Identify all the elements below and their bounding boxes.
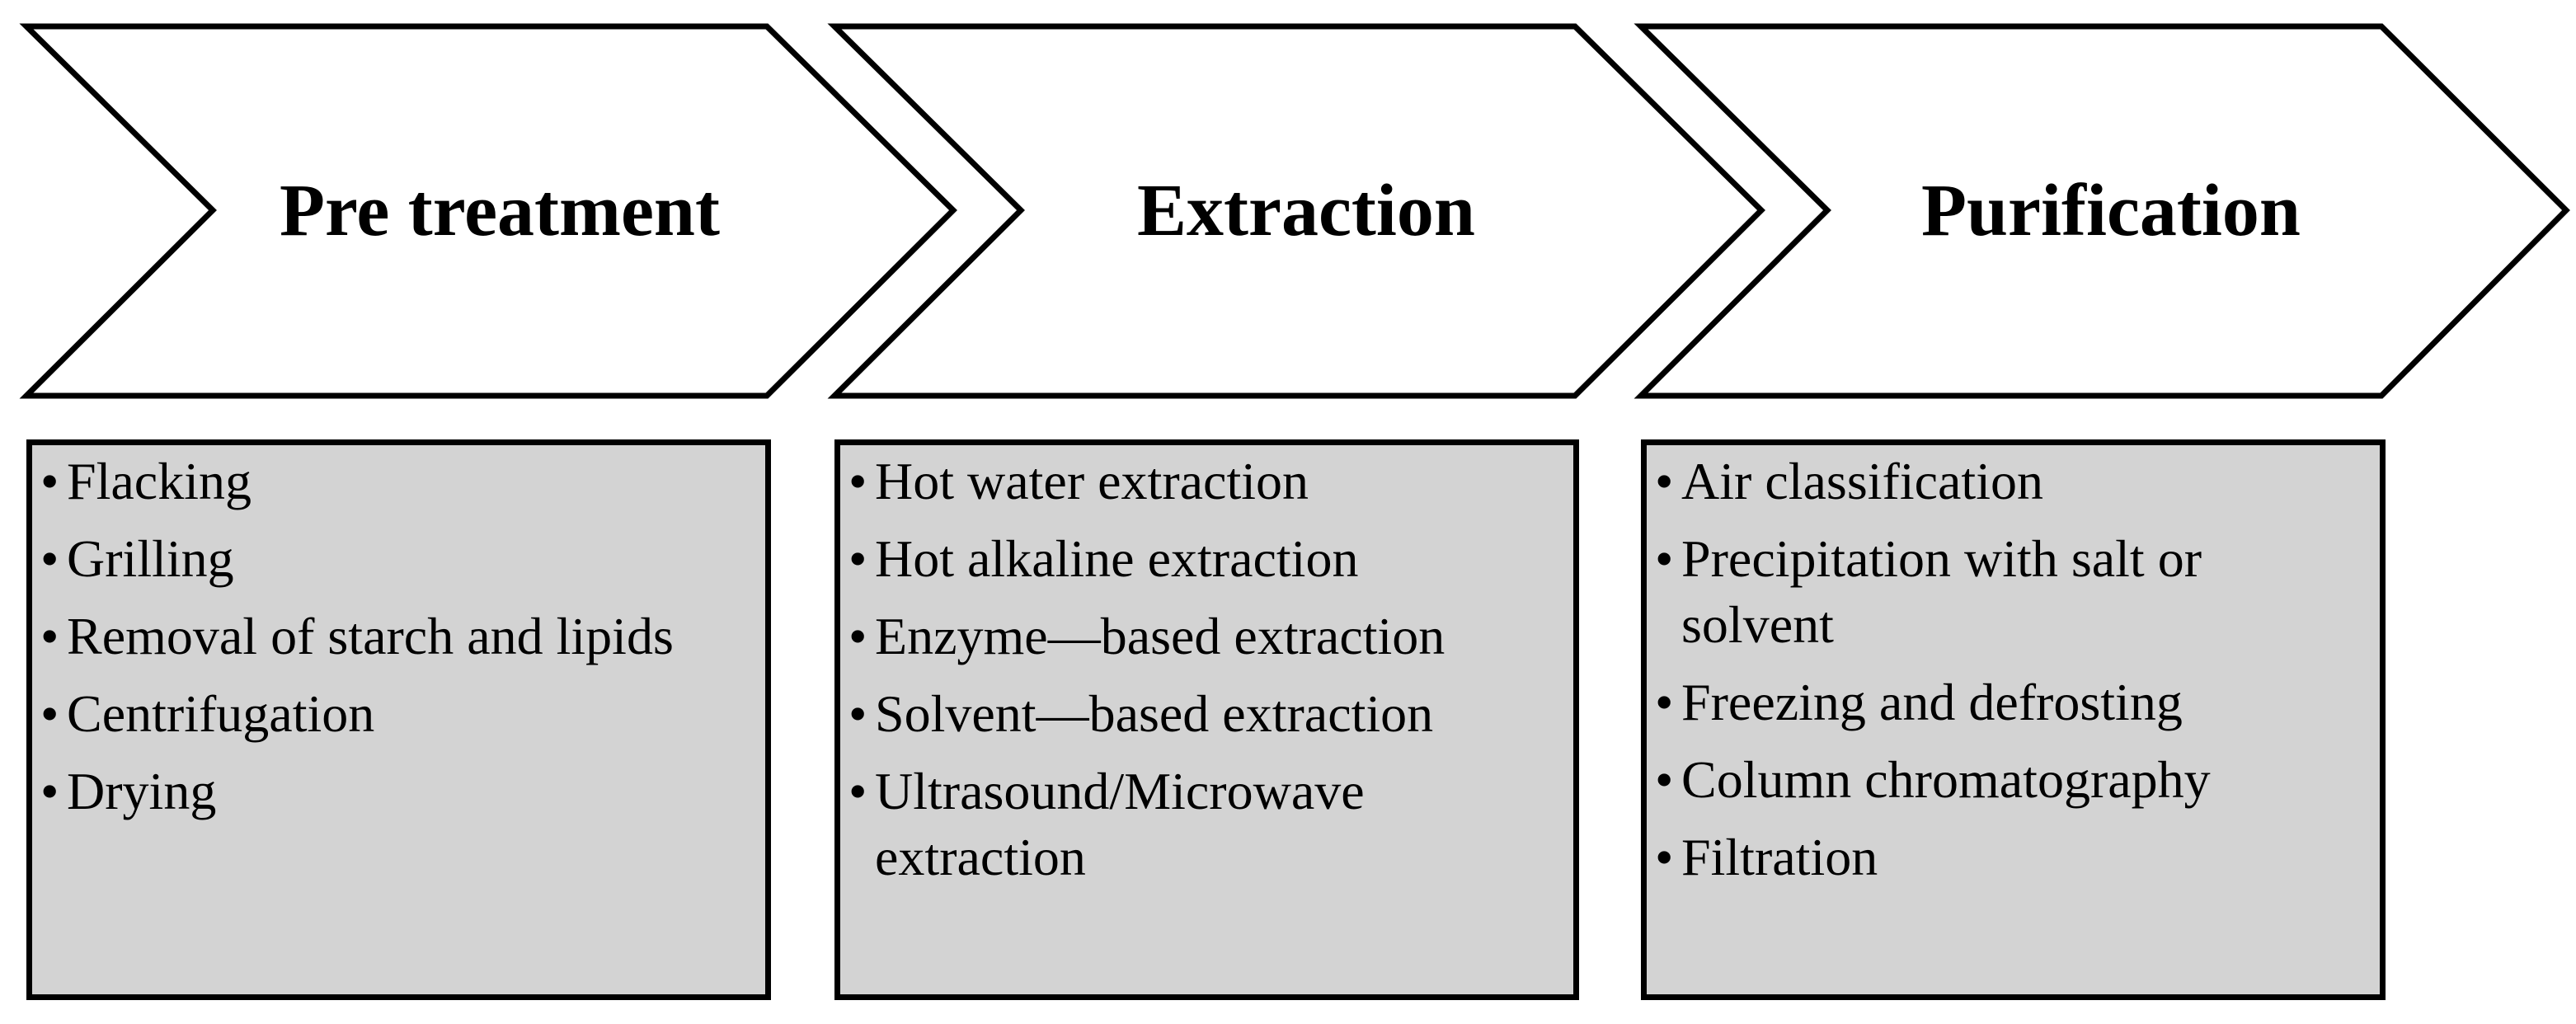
step-title-extraction: Extraction [1137, 170, 1475, 251]
step-box-extraction: Hot water extraction Hot alkaline extrac… [834, 439, 1579, 1000]
chevron-purification [1634, 23, 2570, 399]
step-box-purification: Air classification Precipitation with sa… [1641, 439, 2386, 1000]
step-list-extraction: Hot water extraction Hot alkaline extrac… [848, 449, 1573, 890]
list-item: Centrifugation [40, 681, 765, 747]
list-item: Enzyme—based extraction [848, 604, 1573, 669]
chevron-extraction [827, 23, 1765, 399]
list-item: Hot alkaline extraction [848, 526, 1573, 592]
step-box-pre-treatment: Flacking Grilling Removal of starch and … [26, 439, 771, 1000]
step-list-pre-treatment: Flacking Grilling Removal of starch and … [40, 449, 765, 824]
list-item: Solvent—based extraction [848, 681, 1573, 747]
list-item: Freezing and defrosting [1655, 669, 2380, 735]
list-item: Precipitation with salt or solvent [1655, 526, 2325, 658]
list-item: Filtration [1655, 824, 2380, 890]
list-item: Hot water extraction [848, 449, 1573, 514]
chevron-pre-treatment [19, 23, 957, 399]
list-item: Removal of starch and lipids [40, 604, 765, 669]
list-item: Grilling [40, 526, 765, 592]
step-title-purification: Purification [1921, 170, 2301, 251]
list-item: Air classification [1655, 449, 2380, 514]
step-list-purification: Air classification Precipitation with sa… [1655, 449, 2380, 890]
list-item: Flacking [40, 449, 765, 514]
list-item: Drying [40, 759, 765, 824]
list-item: Ultrasound/Microwave extraction [848, 759, 1452, 890]
list-item: Column chromatography [1655, 747, 2380, 813]
step-title-pre-treatment: Pre treatment [280, 170, 720, 251]
